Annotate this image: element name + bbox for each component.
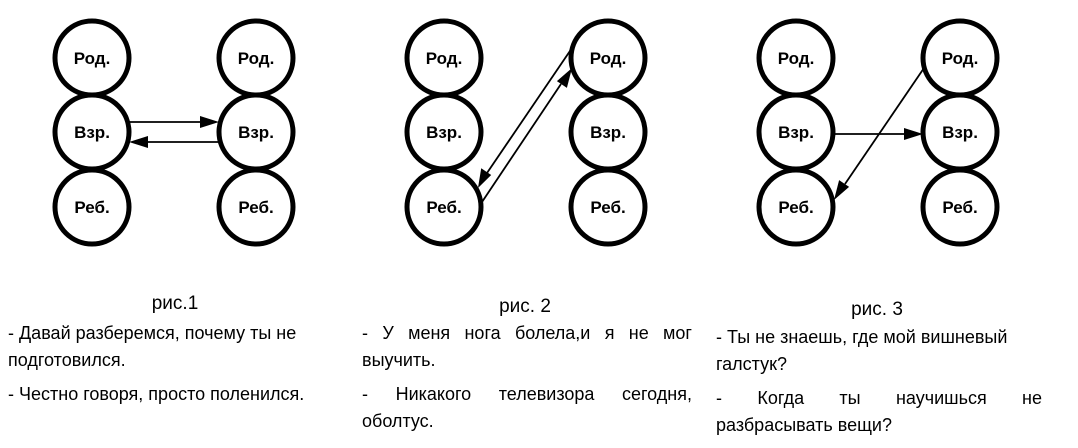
fig3-line-2: - Когда ты научишься не разбрасывать вещ…: [716, 385, 1042, 439]
fig1-line-2-a: - Честно говоря, просто поленился.: [8, 384, 305, 404]
fig3-right-child-node: Реб.: [920, 167, 1000, 247]
fig1-right-child-node: Реб.: [216, 167, 296, 247]
fig2-left-adult-node: Взр.: [404, 92, 484, 172]
fig2-right-parent-node: Род.: [568, 18, 648, 98]
fig2-line-2-a: - Никакого телевизора сегодня,: [362, 384, 692, 404]
fig3-dialogue: - Ты не знаешь, где мой вишневый галстук…: [716, 324, 1042, 446]
fig1-right-parent-label: Род.: [238, 49, 275, 68]
fig2-left-parent-node: Род.: [404, 18, 484, 98]
fig2-arrow-parent-to-child: [478, 47, 573, 188]
fig2-right-child-node: Реб.: [568, 167, 648, 247]
fig1-dialogue: - Давай разберемся, почему ты не подгото…: [8, 320, 344, 415]
fig1-arrow-adult-back: [129, 136, 219, 148]
fig3-left-parent-node: Род.: [756, 18, 836, 98]
fig2-left-parent-label: Род.: [426, 49, 463, 68]
figure-3: Род. Взр. Реб. Род. Взр. Реб.: [756, 18, 1000, 247]
fig3-left-adult-node: Взр.: [756, 92, 836, 172]
fig2-dialogue: - У меня нога болела,и я не мог выучить.…: [362, 320, 692, 442]
fig1-right-adult-label: Взр.: [238, 123, 274, 142]
fig2-left-child-label: Реб.: [426, 198, 461, 217]
fig2-right-parent-label: Род.: [590, 49, 627, 68]
fig3-line-1-a: - Ты не знаешь, где мой вишневый: [716, 327, 1008, 347]
fig1-arrow-adult-to-adult: [129, 116, 219, 128]
fig3-right-adult-node: Взр.: [920, 92, 1000, 172]
fig1-right-child-label: Реб.: [238, 198, 273, 217]
fig1-right-parent-node: Род.: [216, 18, 296, 98]
fig3-arrow-parent-to-child: [834, 67, 925, 200]
fig3-left-adult-label: Взр.: [778, 123, 814, 142]
fig2-line-1-a: - У меня нога болела,и я не мог: [362, 323, 692, 343]
fig2-left-adult-label: Взр.: [426, 123, 462, 142]
fig3-right-adult-label: Взр.: [942, 123, 978, 142]
fig3-arrow-adult-to-adult: [833, 128, 923, 140]
fig1-line-1-a: - Давай разберемся, почему ты не: [8, 323, 297, 343]
fig3-line-1-b: галстук?: [716, 354, 788, 374]
fig2-line-2-b: оболтус.: [362, 411, 434, 431]
fig2-right-child-label: Реб.: [590, 198, 625, 217]
fig1-left-parent-label: Род.: [74, 49, 111, 68]
fig2-line-1-b: выучить.: [362, 350, 436, 370]
fig1-line-1-b: подготовился.: [8, 350, 126, 370]
fig2-right-adult-node: Взр.: [568, 92, 648, 172]
fig3-caption: рис. 3: [851, 299, 903, 320]
fig2-right-adult-label: Взр.: [590, 123, 626, 142]
fig1-left-child-label: Реб.: [74, 198, 109, 217]
transaction-diagrams: Род. Взр. Реб. Род. Взр. Реб.: [52, 18, 1000, 247]
fig1-left-adult-node: Взр.: [52, 92, 132, 172]
fig1-left-child-node: Реб.: [52, 167, 132, 247]
figure-1: Род. Взр. Реб. Род. Взр. Реб.: [52, 18, 296, 247]
fig3-line-2-a: - Когда ты научишься не: [716, 388, 1042, 408]
fig3-right-parent-label: Род.: [942, 49, 979, 68]
fig2-caption: рис. 2: [499, 296, 551, 317]
figure-2: Род. Взр. Реб. Род. Взр. Реб.: [404, 18, 648, 247]
fig3-right-parent-node: Род.: [920, 18, 1000, 98]
fig1-left-parent-node: Род.: [52, 18, 132, 98]
fig3-line-2-b: разбрасывать вещи?: [716, 415, 892, 435]
fig1-left-adult-label: Взр.: [74, 123, 110, 142]
fig2-arrow-child-to-parent: [479, 68, 572, 206]
fig3-left-child-label: Реб.: [778, 198, 813, 217]
fig1-right-adult-node: Взр.: [216, 92, 296, 172]
fig1-line-2: - Честно говоря, просто поленился.: [8, 381, 344, 408]
fig3-right-child-label: Реб.: [942, 198, 977, 217]
fig3-line-1: - Ты не знаешь, где мой вишневый галстук…: [716, 324, 1042, 378]
fig2-left-child-node: Реб.: [404, 167, 484, 247]
fig3-left-child-node: Реб.: [756, 167, 836, 247]
fig1-caption: рис.1: [151, 293, 199, 314]
fig2-line-1: - У меня нога болела,и я не мог выучить.: [362, 320, 692, 374]
fig3-left-parent-label: Род.: [778, 49, 815, 68]
fig2-line-2: - Никакого телевизора сегодня, оболтус.: [362, 381, 692, 435]
fig1-line-1: - Давай разберемся, почему ты не подгото…: [8, 320, 344, 374]
